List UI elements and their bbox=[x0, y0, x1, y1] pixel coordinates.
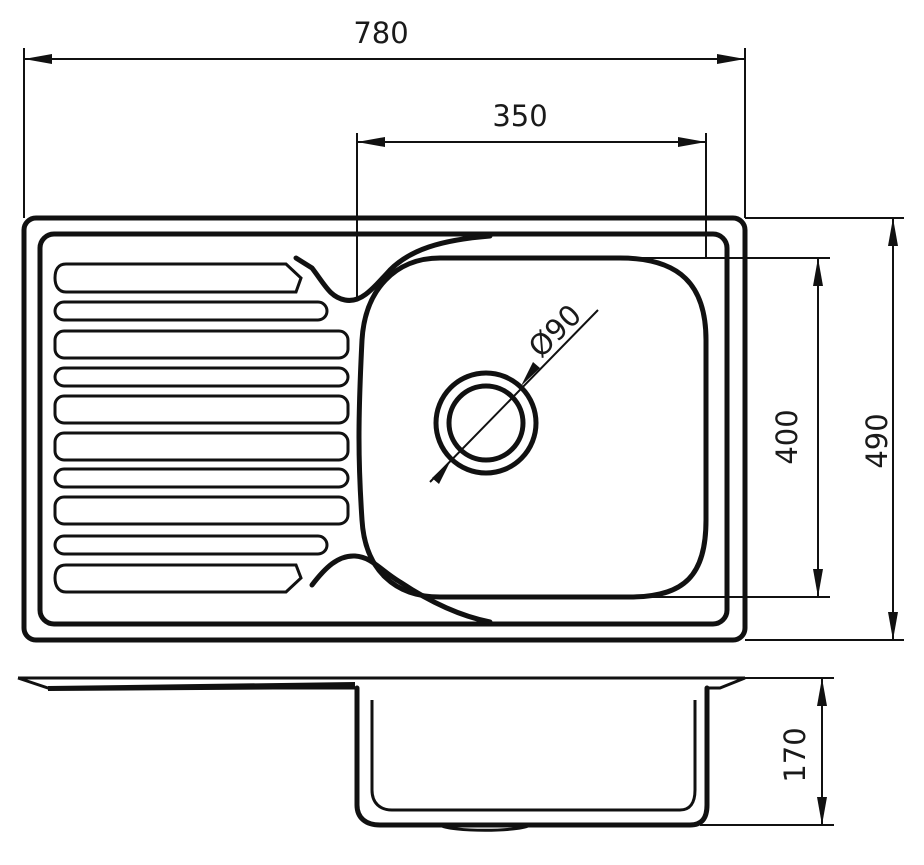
side-bowl-inner bbox=[370, 700, 697, 812]
drainer-rib bbox=[53, 534, 329, 556]
dimension-label-diameter: Ø90 bbox=[522, 298, 588, 364]
dimension-label-170: 170 bbox=[778, 727, 812, 782]
bowl-outline bbox=[356, 255, 709, 600]
sink-top-view bbox=[21, 215, 748, 643]
dimension-label-350: 350 bbox=[492, 99, 547, 133]
dimension-drain-diameter: Ø90 bbox=[429, 298, 599, 484]
side-bowl bbox=[354, 685, 710, 828]
dimension-label-780: 780 bbox=[353, 16, 408, 50]
dimension-bowl-width: 350 bbox=[356, 99, 707, 300]
drainer-rib bbox=[53, 563, 303, 594]
drain-outer-ring bbox=[433, 370, 539, 476]
drainer-rib bbox=[53, 467, 350, 489]
sink-side-view bbox=[17, 676, 746, 832]
dimension-overall-depth: 490 bbox=[745, 217, 904, 641]
drainer-rib bbox=[53, 495, 350, 526]
dimension-label-490: 490 bbox=[860, 413, 894, 468]
side-rim-shading bbox=[48, 682, 355, 691]
drainer-rib bbox=[53, 394, 350, 425]
sink-outer-rim bbox=[21, 215, 748, 643]
drainer-rib bbox=[53, 329, 350, 360]
dimension-overall-width: 780 bbox=[23, 16, 746, 218]
drainer-rib bbox=[53, 431, 350, 462]
drainer-ribs bbox=[53, 262, 350, 594]
sink-inner-rim bbox=[37, 231, 730, 627]
drain-inner-ring bbox=[446, 383, 526, 463]
drainer-boundary bbox=[293, 233, 493, 625]
dimension-label-400: 400 bbox=[770, 409, 804, 464]
side-drain-base bbox=[439, 823, 531, 832]
drainer-rib bbox=[53, 262, 303, 294]
drainer-rib bbox=[53, 300, 329, 322]
dimension-bowl-height: 170 bbox=[700, 677, 834, 826]
drainer-rib bbox=[53, 366, 350, 388]
dimension-bowl-depth: 400 bbox=[620, 257, 830, 598]
